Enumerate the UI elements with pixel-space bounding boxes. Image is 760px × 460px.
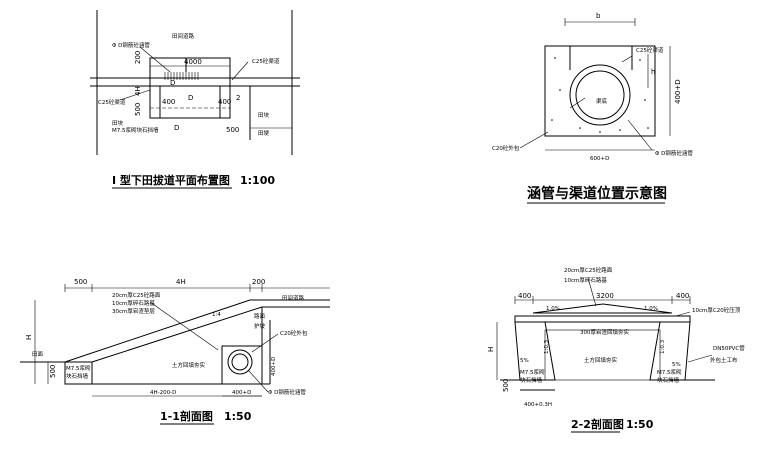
sec2-pct5a: 5% bbox=[520, 358, 529, 364]
sec1-dim-200: 200 bbox=[252, 278, 265, 286]
sec2-dim-500: 500 bbox=[502, 379, 510, 392]
culvert-inner-ring bbox=[575, 70, 625, 120]
plan-dim-200: 200 bbox=[134, 51, 142, 64]
sec2-pct1: 1.0% bbox=[546, 306, 560, 312]
plan-wall-note: M7.5浆砌块石挡墙 bbox=[112, 126, 159, 134]
plan-pipe-label: Φ D钢筋砼涵管 bbox=[112, 41, 150, 49]
culvert-pipe: Φ D钢筋砼涵管 bbox=[655, 149, 693, 157]
plan-dim-4000: 4000 bbox=[184, 58, 202, 66]
culvert-c25: C25砼渠道 bbox=[636, 46, 664, 54]
plan-field-block: 田块 bbox=[112, 119, 124, 127]
sec1-dim-4h: 4H bbox=[176, 278, 186, 286]
sec2-dim-400b: 400 bbox=[676, 292, 689, 300]
sec1-dim-400dv: 400+D bbox=[271, 357, 277, 376]
section-1-1: 500 4H 200 20cm厚C25砼路面 10cm厚碎石路基 30cm厚宕渣… bbox=[20, 278, 330, 425]
sec1-layer1: 20cm厚C25砼路面 bbox=[112, 291, 161, 299]
plan-dim-2: 2 bbox=[236, 94, 240, 102]
culvert-b: b bbox=[596, 12, 601, 20]
sec1-dim-4h200d: 4H-200-D bbox=[150, 390, 176, 396]
plan-ridge: 田埂 bbox=[258, 129, 270, 137]
sec2-base: 300厚宕渣回填夯实 bbox=[580, 328, 629, 336]
sec1-c20: C20砼外包 bbox=[280, 329, 308, 337]
plan-d1: D bbox=[170, 79, 175, 87]
sec2-wall-r2: 块石挡墙 bbox=[657, 376, 680, 384]
plan-d2: D bbox=[174, 124, 179, 132]
culvert-dim-600d: 600+D bbox=[590, 156, 609, 162]
culvert-detail: b C25砼渠道 h 400+D 渠底 C20砼外包 600+D Φ D钢筋砼涵… bbox=[492, 12, 693, 204]
culvert-channel: 渠底 bbox=[596, 97, 608, 105]
plan-view: 田间道路 Φ D钢筋砼涵管 C25砼渠道 C25砼渠道 4000 200 4H … bbox=[90, 10, 300, 189]
sec1-road: 田间道路 bbox=[282, 294, 305, 302]
sec2-pct2: 1.0% bbox=[644, 306, 658, 312]
culvert-outer-ring bbox=[569, 64, 631, 126]
sec1-layer2: 10cm厚碎石路基 bbox=[112, 299, 155, 307]
sec2-wrap: 外包土工布 bbox=[710, 356, 738, 364]
sec1-h: H bbox=[25, 335, 33, 340]
plan-c25-left-label: C25砼渠道 bbox=[98, 98, 126, 106]
sec1-pipe: Φ D钢筋砼涵管 bbox=[268, 388, 306, 396]
sec2-right-layer: 10cm厚C20砼压顶 bbox=[692, 306, 741, 314]
concrete-hatch bbox=[551, 57, 649, 133]
culvert-dim-400d: 400+D bbox=[674, 79, 682, 104]
plan-dim-4h: 4H bbox=[134, 86, 142, 96]
plan-d3: D bbox=[188, 94, 193, 102]
sec1-dim-500: 500 bbox=[74, 278, 87, 286]
sec2-pct5b: 5% bbox=[672, 362, 681, 368]
plan-title: I 型下田拔道平面布置图 bbox=[112, 173, 230, 187]
sec1-wall2: 块石挡墙 bbox=[66, 372, 89, 380]
sec1-culvert-inner bbox=[231, 353, 249, 371]
sec2-title: 2-2剖面图 bbox=[571, 417, 624, 431]
plan-road-label: 田间道路 bbox=[172, 32, 195, 40]
sec1-slope: 1:4 bbox=[212, 312, 221, 318]
sec1-surface: 路面 bbox=[254, 312, 266, 320]
sec2-slope-a: 1:0.3 bbox=[544, 339, 550, 354]
sec1-scale: 1:50 bbox=[224, 410, 252, 423]
sec1-slope-guard: 护坡 bbox=[254, 322, 266, 330]
sec2-layer1: 20cm厚C25砼路面 bbox=[564, 266, 613, 274]
sec2-wall-l: M7.5浆砌 bbox=[520, 368, 545, 376]
sec2-dim-3200: 3200 bbox=[596, 292, 614, 300]
sec1-fill: 土方回填夯实 bbox=[172, 361, 206, 369]
culvert-h: h bbox=[651, 68, 655, 76]
plan-dim-400a: 400 bbox=[162, 98, 175, 106]
sec2-wall-l2: 块石挡墙 bbox=[520, 376, 543, 384]
sec2-dim-4003h: 400+0.3H bbox=[524, 402, 552, 408]
culvert-c20: C20砼外包 bbox=[492, 144, 520, 152]
sec1-field: 田面 bbox=[32, 351, 44, 358]
plan-dim-500b: 500 bbox=[226, 126, 239, 134]
sec1-dim-400d: 400+D bbox=[232, 390, 251, 396]
sec1-title: 1-1剖面图 bbox=[160, 409, 213, 423]
plan-scale: 1:100 bbox=[240, 174, 275, 187]
sec2-scale: 1:50 bbox=[626, 418, 654, 431]
sec1-layer3: 30cm厚宕渣垫层 bbox=[112, 307, 155, 315]
sec2-slope-b: 1:0.3 bbox=[660, 339, 666, 354]
sec2-dim-400a: 400 bbox=[518, 292, 531, 300]
section-2-2: 20cm厚C25砼路面 10cm厚碎石路基 400 3200 400 1.0% … bbox=[487, 266, 745, 433]
culvert-title: 涵管与渠道位置示意图 bbox=[527, 185, 667, 202]
sec1-wall: M7.5浆砌 bbox=[66, 364, 91, 372]
plan-c25-top-label: C25砼渠道 bbox=[252, 57, 280, 65]
sec2-h: H bbox=[487, 347, 495, 352]
sec1-dim-500v: 500 bbox=[49, 365, 57, 378]
sec2-wall-r: M7.5浆砌 bbox=[657, 368, 682, 376]
pipe-hatch bbox=[164, 72, 199, 80]
sec2-drain: DN50PVC管 bbox=[713, 344, 745, 352]
sec1-culvert-outer bbox=[227, 349, 253, 375]
sec2-layer2: 10cm厚碎石路基 bbox=[564, 276, 607, 284]
plan-field-block2: 田块 bbox=[258, 111, 270, 119]
plan-dim-500: 500 bbox=[134, 103, 142, 116]
sec2-fill: 土方回填夯实 bbox=[584, 356, 618, 364]
plan-dim-400b: 400 bbox=[218, 98, 231, 106]
sec1-left-wall bbox=[64, 361, 93, 385]
